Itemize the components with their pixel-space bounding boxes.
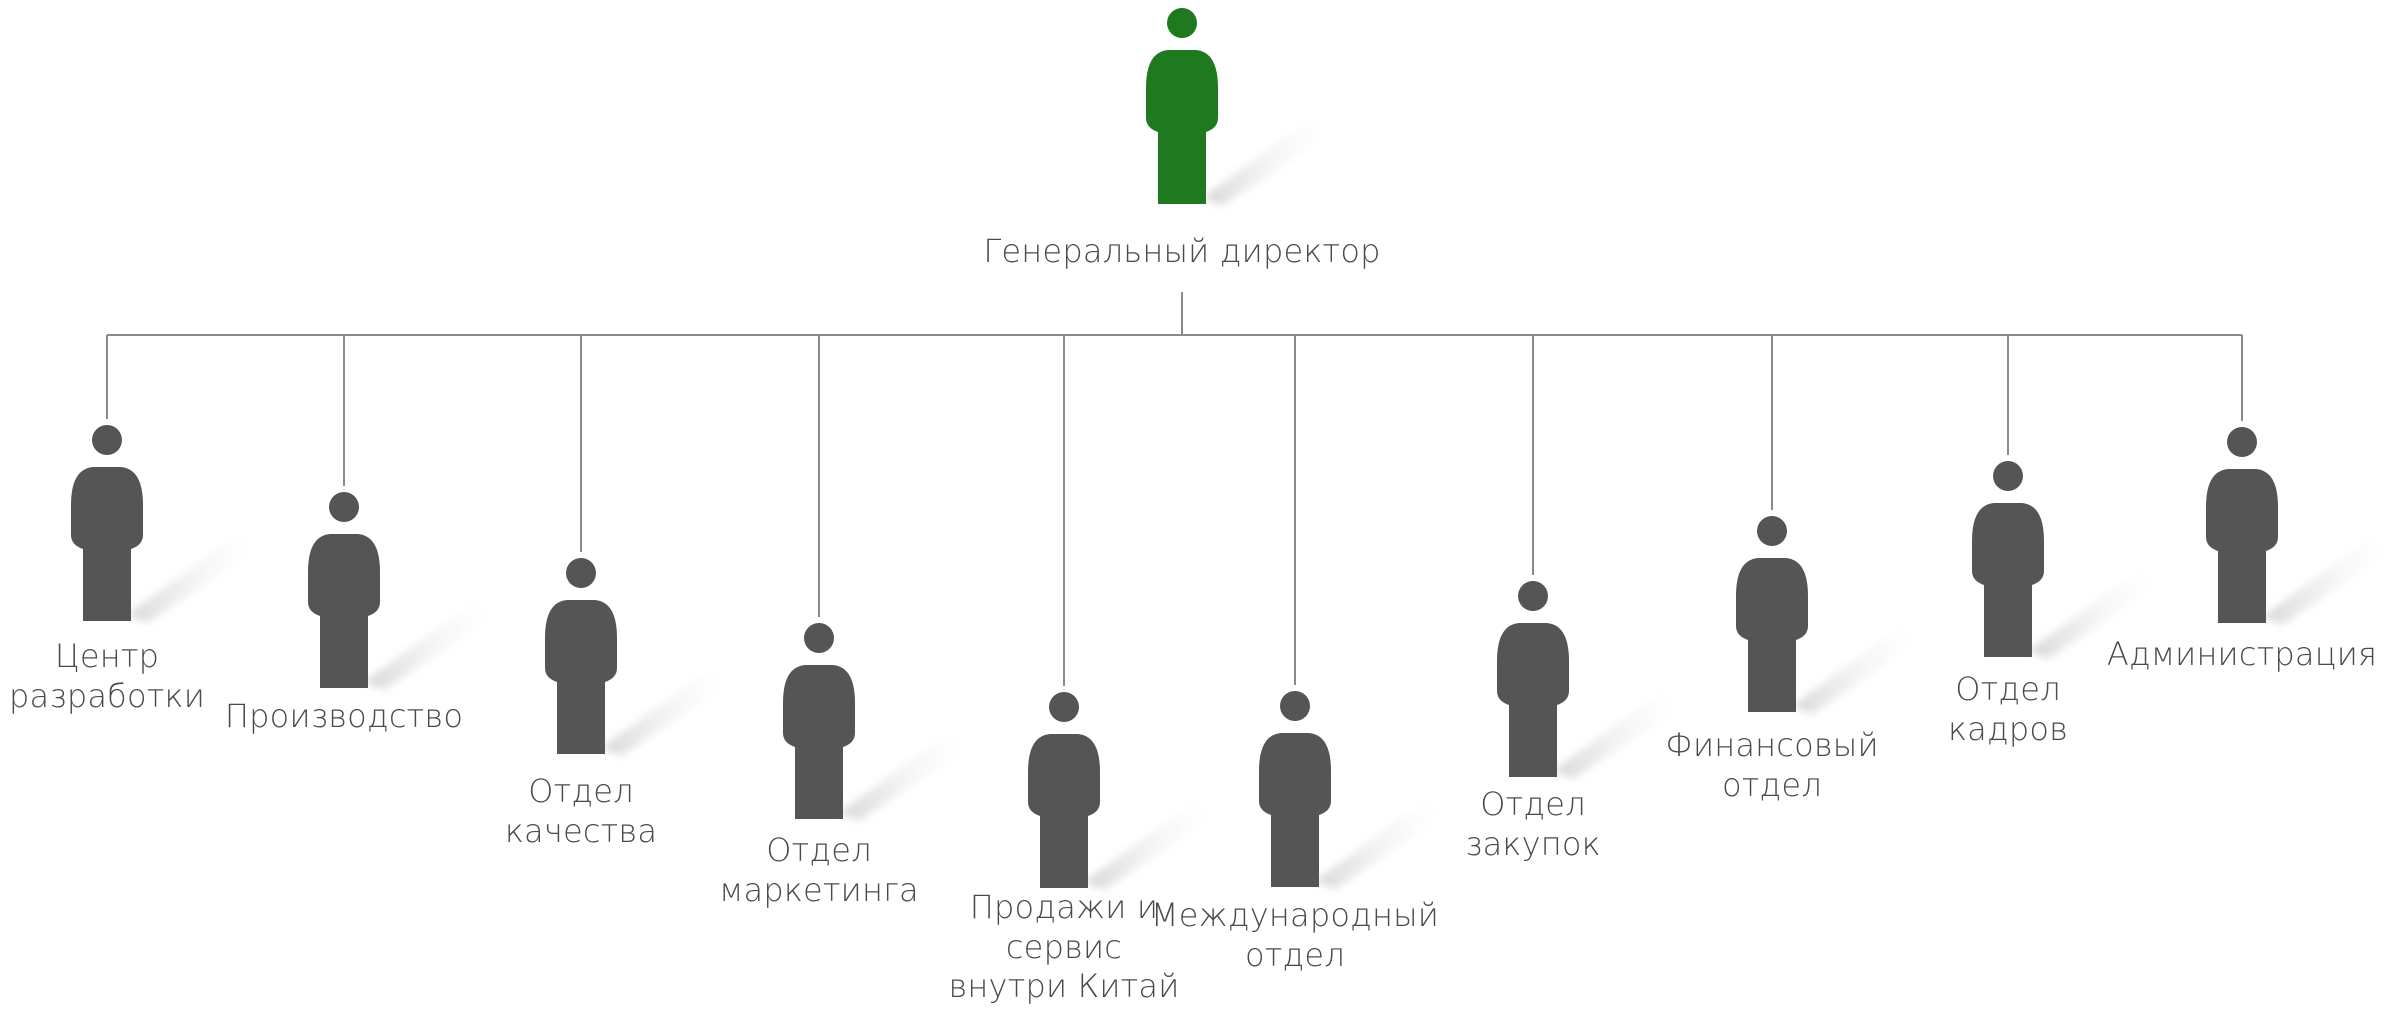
person-body [308,534,380,688]
person-head [1518,581,1548,611]
person-body [1028,734,1100,888]
quality-person-icon [545,558,741,756]
dept-label-production: Производство [194,697,494,737]
hr-person-icon [1972,461,2168,659]
dept-label-line: Производство [224,697,464,735]
dept-label-line: кадров [1947,709,2069,748]
dept-label-line: Международный [1150,896,1440,934]
person-head [1280,691,1310,721]
person-body [545,600,617,754]
person-body [2206,469,2278,623]
person-body [1146,50,1218,204]
director-label: Генеральный директор [882,232,1482,272]
person-head [92,425,122,455]
person-body [1972,503,2044,657]
person-body [1736,558,1808,712]
connector-lines [106,292,2243,686]
person-shadow [1792,626,1932,714]
dept-label-line: Отдел [528,772,634,810]
dept-label-line: Отдел [766,831,872,869]
person-body [1259,733,1331,887]
person-body [783,665,855,819]
person-body [1497,623,1569,777]
person-shadow [1315,801,1455,889]
dept-label-administration: Администрация [2092,635,2392,675]
person-head [1757,516,1787,546]
person-head [1167,8,1197,38]
dept-label-line: Отдел [1480,785,1586,823]
person-head [566,558,596,588]
dept-label-line: Продажи и [969,888,1159,926]
director-person-icon [1146,8,1342,206]
person-head [329,492,359,522]
dept-label-line: разработки [9,676,205,715]
director-label-text: Генеральный директор [983,232,1381,270]
dept-label-line: отдел [1722,765,1822,804]
rnd-person-icon [71,425,267,623]
marketing-person-icon [783,623,979,821]
dept-label-line: внутри Китай [948,967,1180,1006]
person-head [1049,692,1079,722]
person-shadow [1084,802,1224,890]
production-person-icon [308,492,504,690]
dept-label-line: закупок [1465,824,1601,863]
person-head [1993,461,2023,491]
administration-person-icon [2206,427,2402,625]
international-person-icon [1259,691,1455,889]
person-shadow [2028,571,2168,659]
person-shadow [839,733,979,821]
person-shadow [127,535,267,623]
person-shadow [2262,537,2402,625]
person-shadow [1202,118,1342,206]
person-head [804,623,834,653]
dept-label-line: Центр [54,637,160,675]
person-head [2227,427,2257,457]
person-shadow [601,668,741,756]
finance-person-icon [1736,516,1932,714]
sales-china-person-icon [1028,692,1224,890]
dept-label-line: маркетинга [719,870,919,909]
person-shadow [364,602,504,690]
person-body [71,467,143,621]
dept-label-line: отдел [1245,935,1345,974]
people-figures [71,8,2402,890]
dept-label-line: Отдел [1955,670,2061,708]
dept-label-line: Финансовый [1665,726,1879,764]
dept-label-line: сервис [1005,927,1123,966]
person-shadow [1553,691,1693,779]
dept-label-line: качества [504,811,658,850]
purchasing-person-icon [1497,581,1693,779]
dept-label-line: Администрация [2106,635,2378,673]
